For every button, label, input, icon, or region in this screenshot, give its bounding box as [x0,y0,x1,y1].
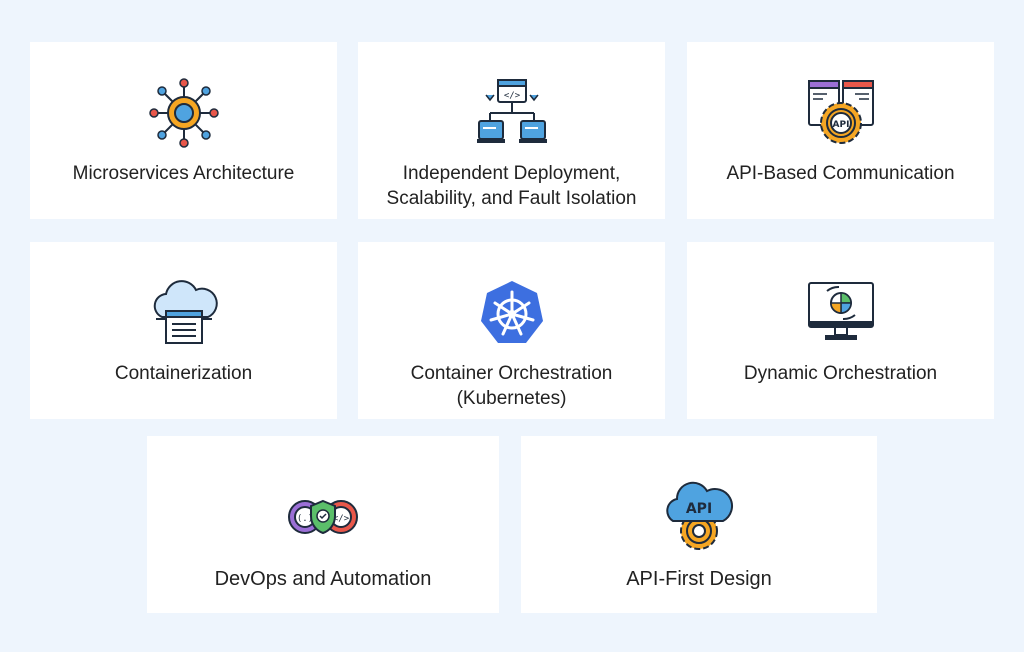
svg-text:(.): (.) [297,514,313,524]
card-title-line-2: (Kubernetes) [456,388,567,409]
svg-text:</>: </> [333,514,350,524]
cloud-container-icon [148,277,220,349]
api-gear-windows-icon: API [805,77,877,149]
card-devops-automation: (.) </> DevOps and Automation [147,436,499,613]
card-title: Dynamic Orchestration [743,363,938,384]
card-title-line-2: Scalability, and Fault Isolation [386,188,637,209]
monitor-orchestration-icon [805,277,877,349]
card-title: Microservices Architecture [72,163,295,184]
svg-text:</>: </> [503,91,520,101]
deployment-servers-icon: </> [476,77,548,149]
api-cloud-gear-icon: API [663,481,735,553]
card-title: API-Based Communication [726,163,955,184]
card-title: API-First Design [626,568,772,590]
card-title: DevOps and Automation [214,568,432,590]
card-independent-deployment: </> Independent Deployment, Scalability,… [358,42,665,219]
card-title-line-1: Independent Deployment, [402,163,621,184]
card-title: Containerization [114,363,253,384]
card-container-orchestration: Container Orchestration (Kubernetes) [358,242,665,419]
card-api-first-design: API API-First Design [521,436,877,613]
card-api-based-communication: API API-Based Communication [687,42,994,219]
card-title-line-1: Container Orchestration [410,363,613,384]
microservices-network-icon [148,77,220,149]
svg-text:API: API [832,120,849,130]
card-containerization: Containerization [30,242,337,419]
card-microservices-architecture: Microservices Architecture [30,42,337,219]
card-title: Independent Deployment, Scalability, and… [387,161,637,211]
card-title: Container Orchestration (Kubernetes) [411,361,613,411]
svg-text:API: API [686,501,712,517]
kubernetes-helm-icon [476,277,548,349]
card-dynamic-orchestration: Dynamic Orchestration [687,242,994,419]
devops-shield-icon: (.) </> [287,481,359,553]
